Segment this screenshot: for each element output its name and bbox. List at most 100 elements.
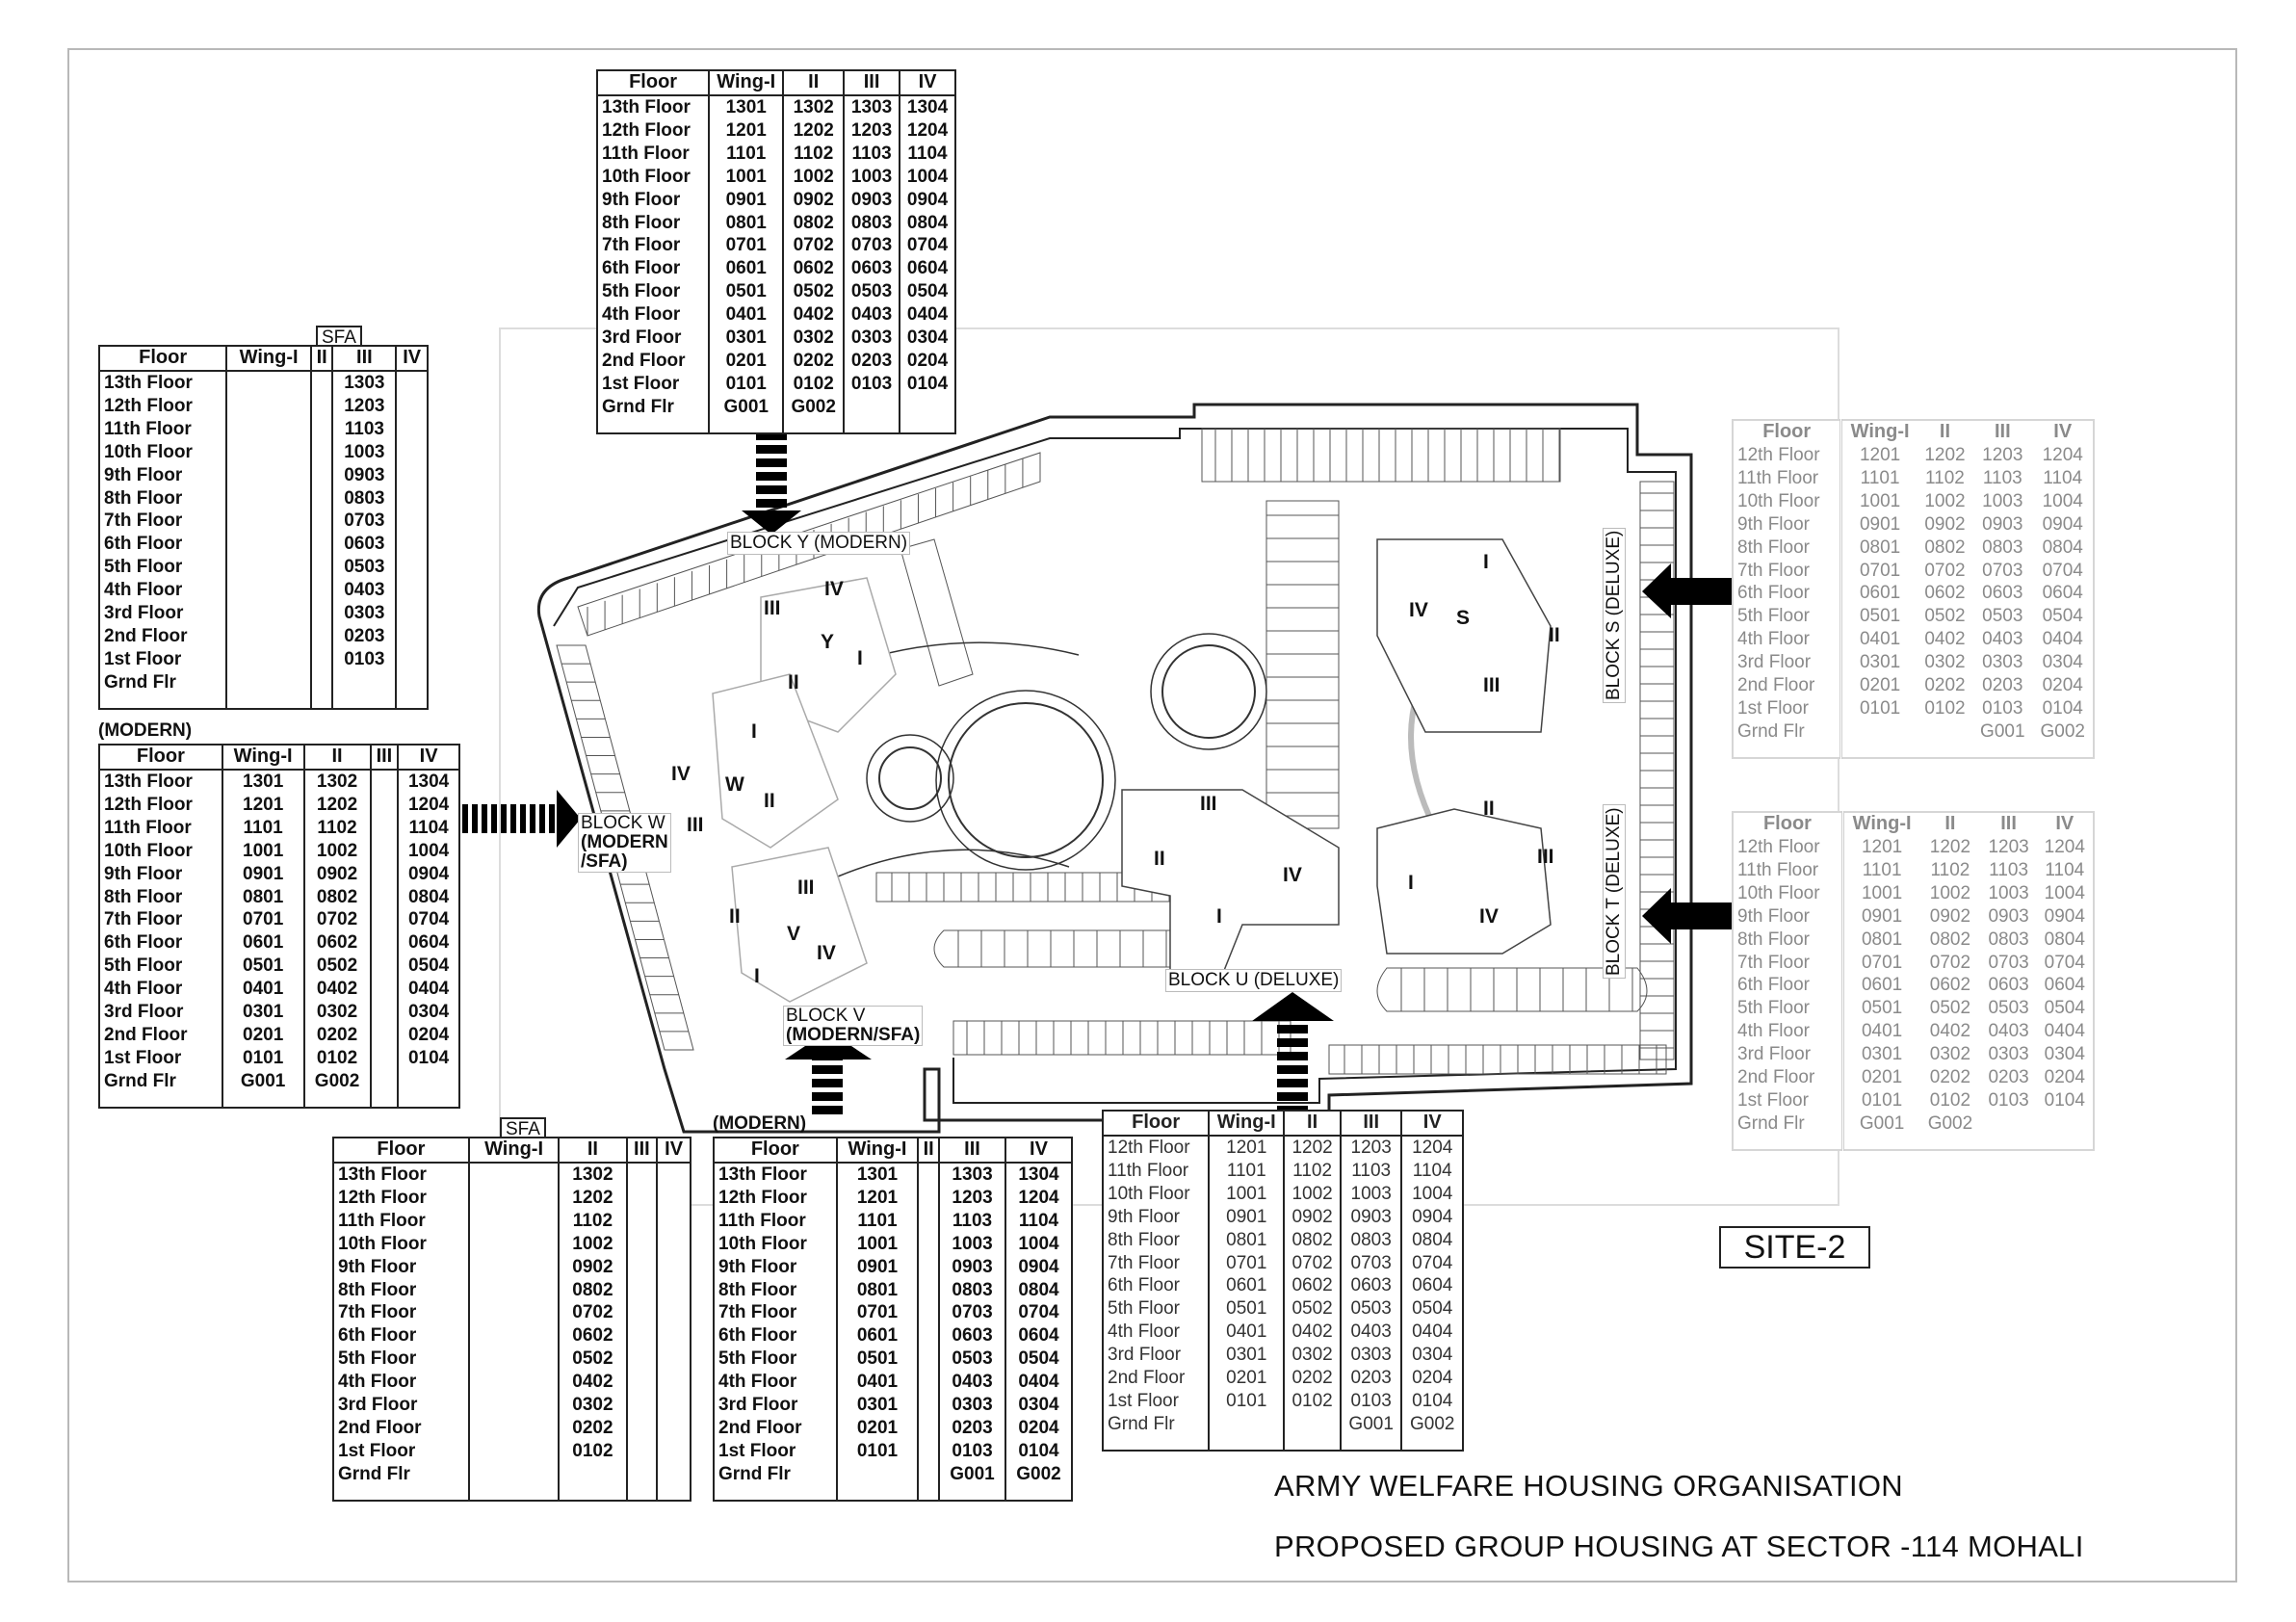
empty-cell (714, 1486, 837, 1501)
block-v-wing-i: I (754, 965, 760, 987)
unit-number-cell (1981, 1112, 2037, 1136)
unit-number-cell: 0204 (1004, 1416, 1072, 1440)
block-v-label-line1: BLOCK V (786, 1006, 866, 1026)
unit-number-cell: 1202 (302, 793, 371, 817)
unit-number-cell: 0202 (302, 1023, 371, 1047)
unit-number-cell: 0602 (1924, 583, 1966, 604)
unit-number-cell: G002 (1004, 1462, 1072, 1486)
block-y-marker: Y (821, 631, 835, 653)
floor-cell: 1st Floor (338, 1440, 416, 1461)
empty-cell (656, 1485, 691, 1501)
unit-number-cell (917, 1163, 940, 1187)
unit-number-cell: 0104 (1004, 1439, 1072, 1463)
floor-cell: 6th Floor (338, 1325, 417, 1347)
unit-number-cell (1918, 720, 1972, 744)
unit-number-cell: 0203 (1982, 675, 2023, 696)
unit-number-cell: 0202 (1283, 1367, 1341, 1390)
column-header-wing: IV (397, 745, 459, 771)
unit-number-cell (656, 1371, 691, 1395)
small-circle-lawn-left (878, 746, 942, 810)
organisation-title: ARMY WELFARE HOUSING ORGANISATION (1274, 1469, 1903, 1503)
unit-number-cell: 1102 (1930, 859, 1970, 880)
empty-cell (708, 418, 784, 433)
column-header-floor: Floor (1733, 812, 1844, 836)
unit-number-cell (917, 1278, 940, 1302)
unit-number-cell: 0502 (1929, 998, 1971, 1019)
unit-number-cell: 0701 (221, 908, 304, 932)
unit-number-cell: 0502 (1924, 606, 1966, 627)
unit-number-cell (309, 371, 333, 395)
block-s-label: BLOCK S (DELUXE) (1603, 527, 1626, 703)
unit-number-cell: 0803 (938, 1278, 1005, 1302)
unit-number-cell: 1101 (1860, 467, 1900, 488)
unit-number-cell (917, 1371, 940, 1395)
unit-number-cell: 0703 (331, 510, 397, 534)
column-header-wing: IV (1400, 1111, 1463, 1137)
floor-cell: 4th Floor (338, 1372, 417, 1393)
unit-number-cell (656, 1186, 691, 1210)
unit-number-cell: 0604 (899, 257, 955, 281)
floor-cell: Grnd Flr (1733, 1112, 1844, 1136)
unit-number-cell: 0804 (1400, 1228, 1463, 1252)
unit-number-cell: 1304 (397, 770, 459, 794)
unit-number-cell: 0802 (782, 211, 845, 235)
unit-number-cell (225, 417, 311, 441)
block-s-wing-ii: II (1549, 624, 1560, 646)
unit-number-cell: 0501 (1861, 998, 1903, 1019)
column-header-wing: III (331, 346, 397, 372)
column-header-wing: IV (2053, 421, 2073, 443)
unit-number-cell: 0901 (221, 862, 304, 886)
table-spacer-row (714, 1485, 1072, 1501)
block-t-wing-i: I (1408, 872, 1414, 894)
unit-number-cell: 0604 (397, 931, 459, 955)
unit-number-cell: 1304 (899, 95, 955, 119)
unit-number-cell: 1002 (1924, 490, 1966, 511)
empty-cell (397, 1092, 459, 1108)
unit-number-cell: 0904 (2044, 905, 2085, 927)
floor-cell: 11th Floor (602, 143, 690, 164)
unit-number-cell: 0502 (302, 955, 371, 979)
empty-cell (331, 693, 397, 709)
floor-cell: Grnd Flr (338, 1463, 410, 1484)
unit-number-cell: 0903 (938, 1255, 1005, 1279)
unit-number-cell: 0401 (1859, 629, 1901, 650)
empty-cell (1004, 1485, 1072, 1501)
unit-number-cell: 0904 (899, 188, 955, 212)
unit-number-cell: 0702 (558, 1301, 627, 1325)
unit-number-cell (467, 1255, 560, 1279)
column-header-wing: II (782, 70, 845, 96)
unit-number-cell: 0303 (1982, 652, 2023, 673)
block-v-wing-iii: III (797, 876, 815, 899)
empty-cell (938, 1485, 1005, 1501)
unit-number-cell: 0403 (938, 1371, 1005, 1395)
unit-number-cell: 0503 (1988, 998, 2029, 1019)
floor-cell: Grnd Flr (1108, 1413, 1175, 1434)
floor-cell: 5th Floor (1733, 997, 1844, 1021)
unit-number-cell: 1303 (843, 95, 900, 119)
floor-cell: 13th Floor (104, 373, 193, 393)
floor-cell: 8th Floor (1733, 928, 1844, 952)
unit-number-cell: 0403 (1988, 1021, 2029, 1042)
empty-cell (782, 418, 845, 433)
floor-cell: 7th Floor (104, 909, 183, 930)
unit-number-cell (917, 1462, 940, 1486)
unit-number-cell (917, 1255, 940, 1279)
unit-number-cell: 1304 (1004, 1163, 1072, 1187)
floor-cell: 9th Floor (1733, 512, 1843, 536)
block-u-label: BLOCK U (DELUXE) (1165, 969, 1343, 992)
unit-number-cell (917, 1394, 940, 1417)
unit-number-cell (917, 1347, 940, 1372)
